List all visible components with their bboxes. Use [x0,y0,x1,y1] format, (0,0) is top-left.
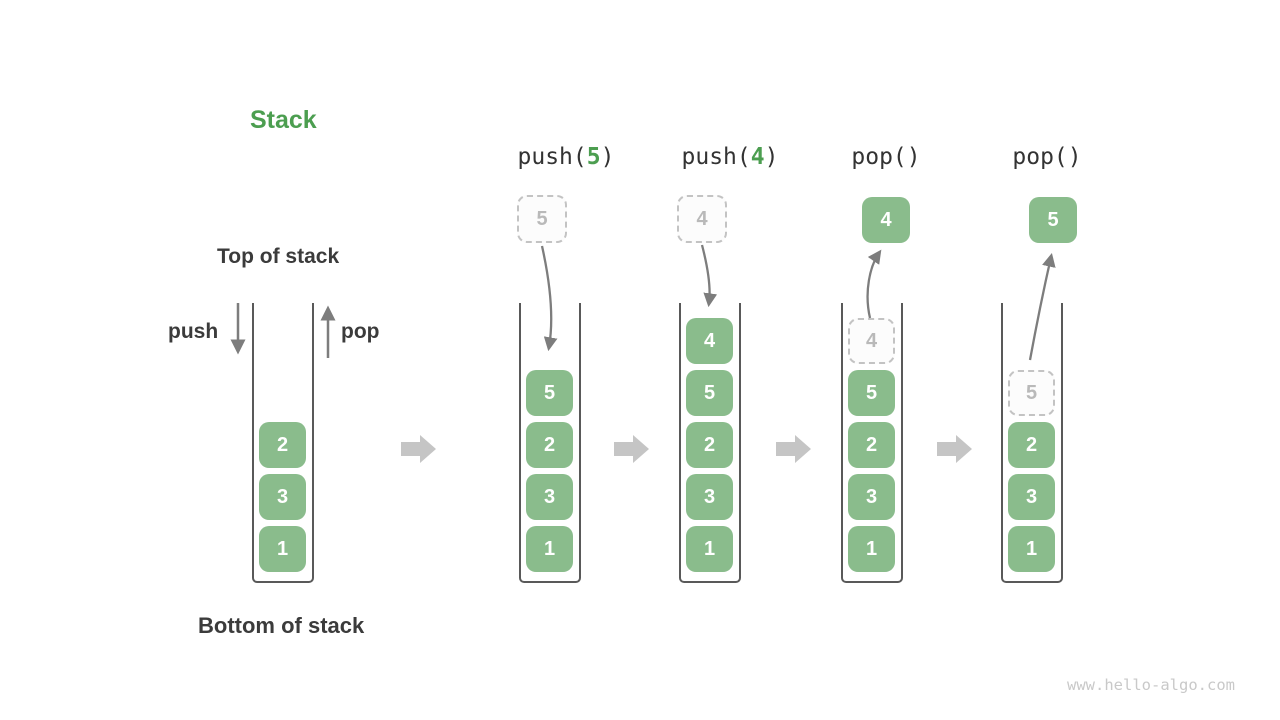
operation-arg: 5 [586,144,601,170]
operation-text: ) [600,144,615,170]
stack-block: 1 [686,526,733,572]
stack-block: 2 [686,422,733,468]
stack-block: 3 [848,474,895,520]
stack-container-push-5: 5 2 3 1 [519,303,581,583]
operation-label-push-4: push(4) [682,144,779,170]
operation-text: pop() [851,144,921,170]
operation-label-pop-2: pop() [1012,144,1081,170]
stack-block: 1 [1008,526,1055,572]
popped-value-box: 5 [1029,197,1077,243]
stack-block: 1 [848,526,895,572]
stack-container-push-4: 4 5 2 3 1 [679,303,741,583]
stack-container-pop-2: 5 2 3 1 [1001,303,1063,583]
operation-text: pop() [1012,144,1082,170]
stack-block: 3 [1008,474,1055,520]
operation-label-push-5: push(5) [518,144,615,170]
popped-value-box: 4 [862,197,910,243]
stack-block: 2 [526,422,573,468]
operation-text: push( [517,144,587,170]
top-of-stack-label: Top of stack [217,245,340,268]
diagram-title: Stack [250,106,317,134]
push-4-curve-arrow-icon [700,244,718,308]
operation-text: ) [764,144,779,170]
bottom-of-stack-label: Bottom of stack [198,613,365,638]
watermark: www.hello-algo.com [1067,676,1235,694]
transition-arrow-icon [937,435,972,463]
operation-text: push( [681,144,751,170]
stack-block: 5 [686,370,733,416]
stack-block: 2 [848,422,895,468]
operation-arg: 4 [750,144,765,170]
stack-block: 1 [259,526,306,572]
stack-block: 2 [1008,422,1055,468]
stack-block: 2 [259,422,306,468]
stack-container-pop-1: 4 5 2 3 1 [841,303,903,583]
stack-block: 1 [526,526,573,572]
incoming-value-box: 4 [677,195,727,243]
stack-block: 4 [686,318,733,364]
stack-block: 3 [526,474,573,520]
stack-block: 3 [259,474,306,520]
stack-block-removed: 5 [1008,370,1055,416]
pop-label: pop [341,320,380,343]
stack-container-initial: 2 3 1 [252,303,314,583]
incoming-value-box: 5 [517,195,567,243]
transition-arrow-icon [776,435,811,463]
stack-block-removed: 4 [848,318,895,364]
stack-block: 5 [848,370,895,416]
transition-arrow-icon [614,435,649,463]
operation-label-pop-1: pop() [851,144,920,170]
push-label: push [168,320,219,343]
stack-block: 3 [686,474,733,520]
transition-arrow-icon [401,435,436,463]
stack-block: 5 [526,370,573,416]
